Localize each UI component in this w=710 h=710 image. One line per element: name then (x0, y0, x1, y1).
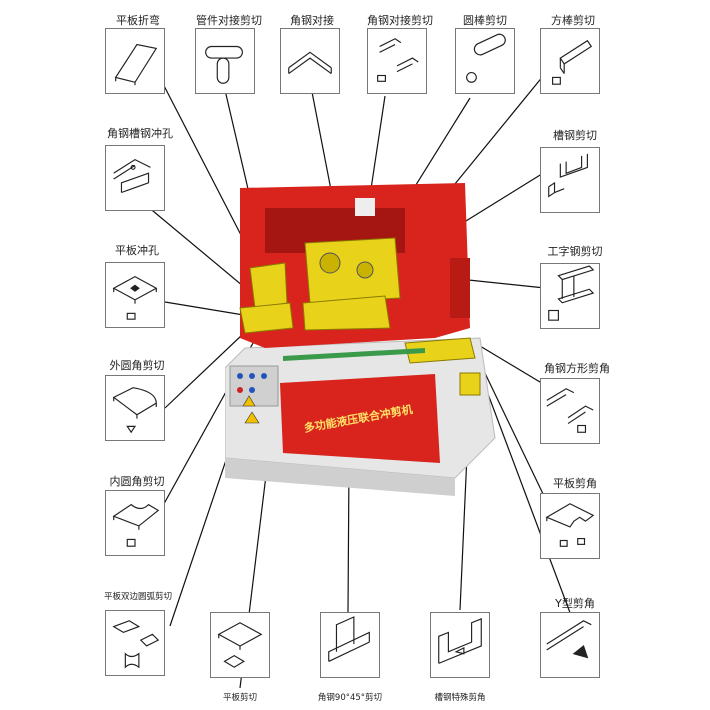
card-flat-bending (105, 28, 165, 94)
card-outer-round-corner (105, 375, 165, 441)
label-angle-channel-punch: 角钢槽钢冲孔 (107, 127, 173, 140)
label-angle-butt-shear: 角钢对接剪切 (367, 14, 433, 27)
card-y-corner (540, 612, 600, 678)
label-flat-punch: 平板冲孔 (115, 244, 159, 257)
label-outer-round-corner: 外圆角剪切 (109, 359, 165, 372)
label-channel-shear: 槽钢剪切 (553, 129, 597, 142)
card-round-bar-shear (455, 28, 515, 94)
card-channel-shear (540, 147, 600, 213)
label-flat-corner: 平板剪角 (553, 477, 597, 490)
label-pipe-butt-shear: 管件对接剪切 (196, 14, 262, 27)
card-flat-corner (540, 493, 600, 559)
card-square-bar-shear (540, 28, 600, 94)
label-round-bar-shear: 圆棒剪切 (463, 14, 507, 27)
label-flat-shear: 平板剪切 (222, 693, 258, 703)
label-channel-special-corner: 槽钢特殊剪角 (434, 693, 486, 703)
label-y-corner: Y型剪角 (555, 597, 595, 610)
card-angle-square-corner (540, 378, 600, 444)
card-inner-round-corner (105, 490, 165, 556)
label-angle-90-45-shear: 角钢90°45°剪切 (317, 693, 383, 703)
label-i-beam-shear: 工字钢剪切 (547, 245, 603, 258)
label-flat-bending: 平板折弯 (116, 14, 160, 27)
machine-illustration (225, 183, 496, 496)
card-channel-special-corner (430, 612, 490, 678)
card-i-beam-shear (540, 263, 600, 329)
card-angle-90-45-shear (320, 612, 380, 678)
label-flat-double-arc: 平板双边圆弧剪切 (103, 592, 173, 602)
card-flat-double-arc (105, 610, 165, 676)
card-pipe-butt-shear (195, 28, 255, 94)
label-square-bar-shear: 方棒剪切 (551, 14, 595, 27)
card-angle-butt-shear (367, 28, 427, 94)
card-flat-punch (105, 262, 165, 328)
card-flat-shear (210, 612, 270, 678)
label-angle-square-corner: 角钢方形剪角 (544, 362, 610, 375)
card-angle-butt (280, 28, 340, 94)
label-inner-round-corner: 内圆角剪切 (109, 475, 165, 488)
label-angle-butt: 角钢对接 (290, 14, 334, 27)
card-angle-channel-punch (105, 145, 165, 211)
